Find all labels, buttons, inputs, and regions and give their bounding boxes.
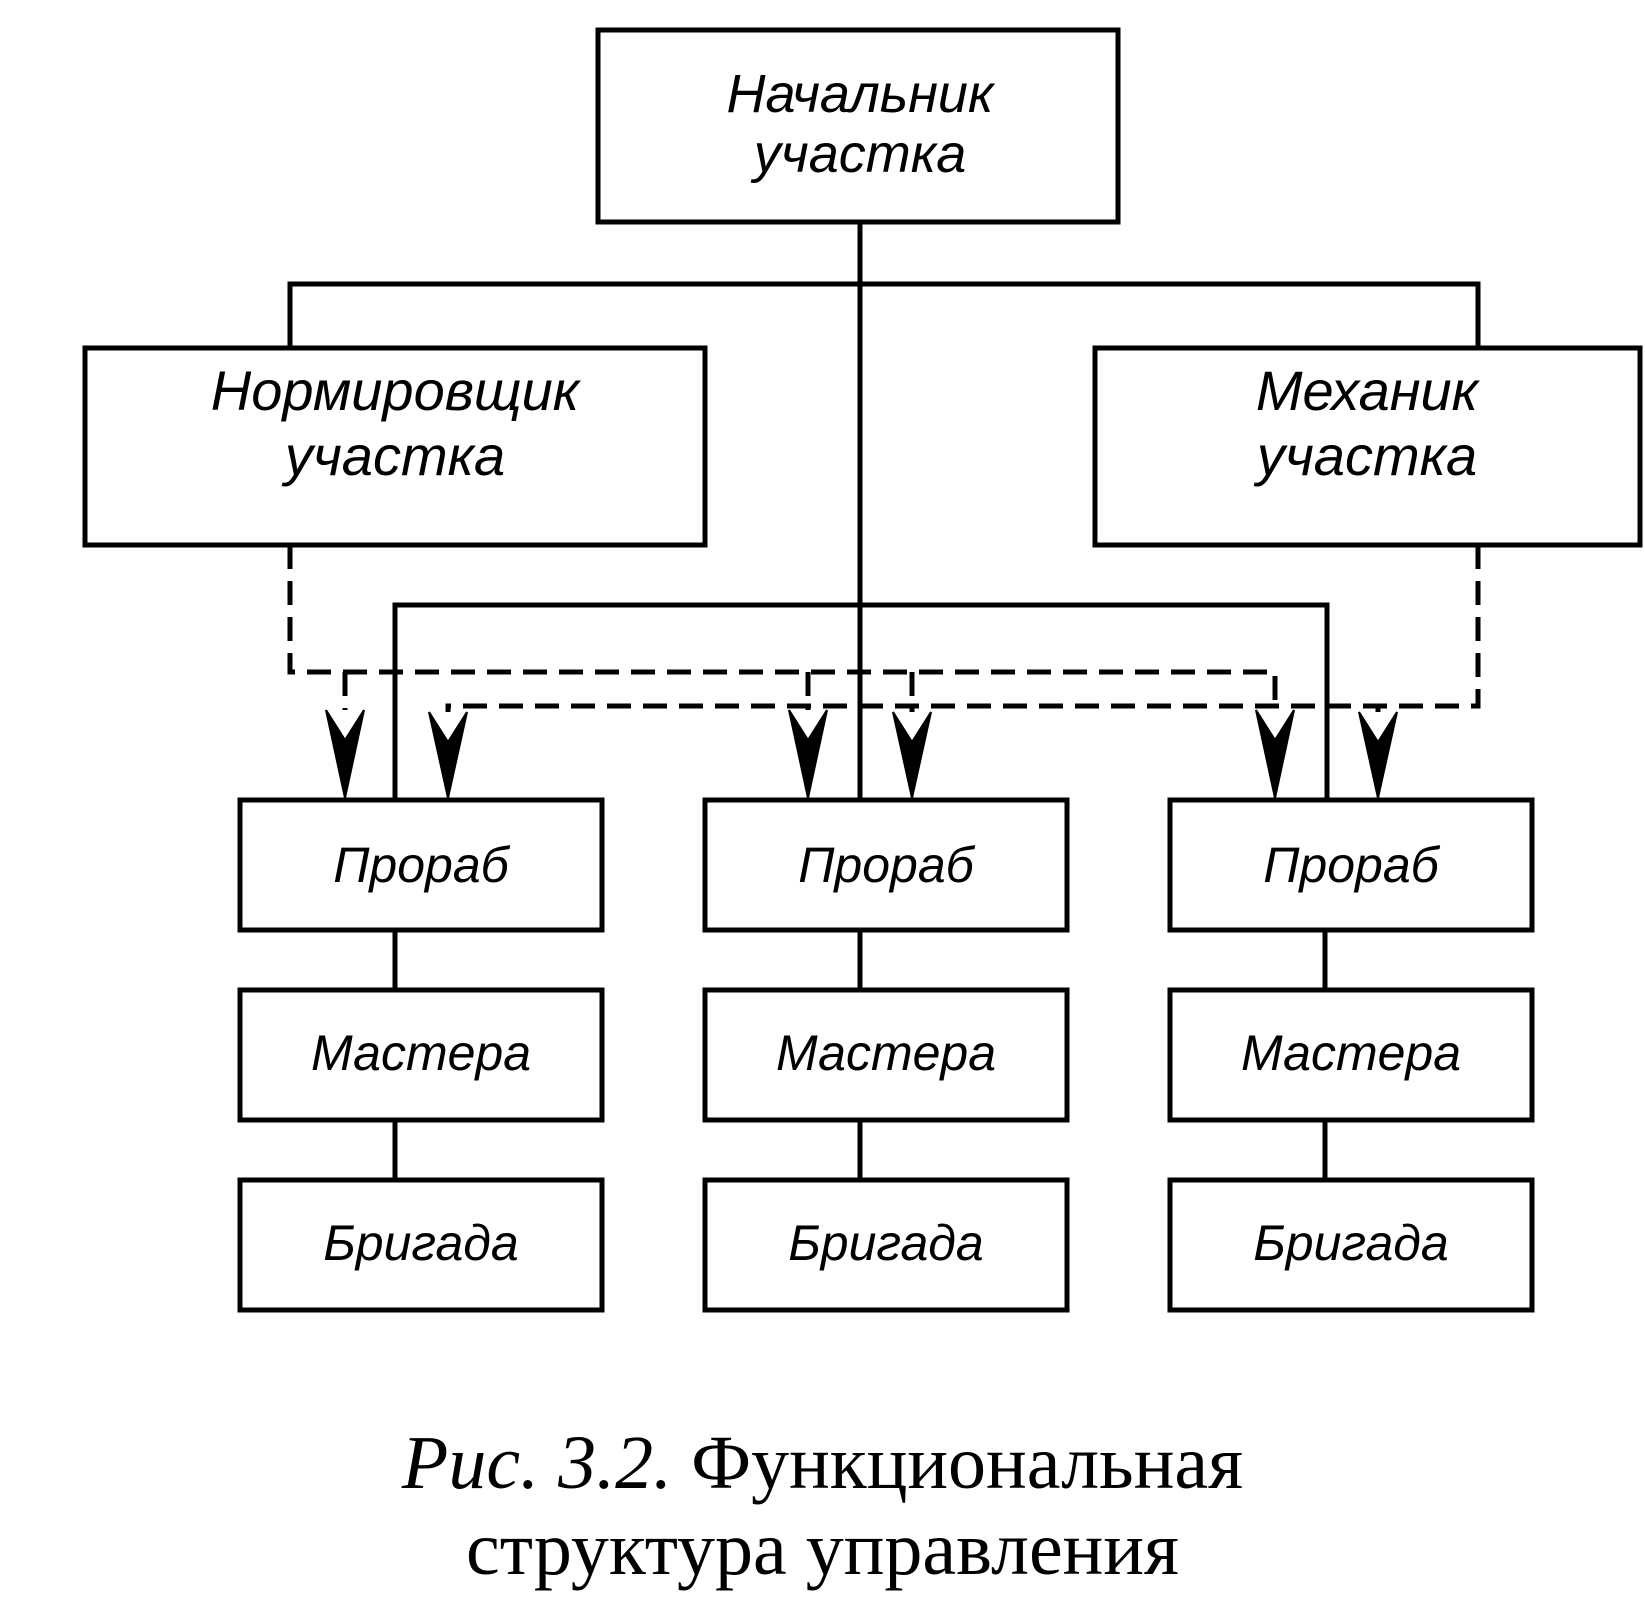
normer-label-line1: Нормировщик bbox=[211, 359, 582, 422]
arrowhead bbox=[1255, 709, 1295, 799]
masters-label: Мастера bbox=[776, 1025, 996, 1081]
mechanic-label-line1: Механик bbox=[1256, 359, 1481, 422]
column-3: Прораб Мастера Бригада bbox=[1167, 797, 1535, 1313]
arrowhead bbox=[325, 709, 365, 799]
brigade-label: Бригада bbox=[1253, 1215, 1449, 1271]
brigade-label: Бригада bbox=[323, 1215, 519, 1271]
caption-title-line2: структура управления bbox=[466, 1507, 1179, 1591]
arrowhead bbox=[428, 711, 468, 799]
normer-label-line2: участка bbox=[281, 424, 505, 487]
normer-node: Нормировщик участка bbox=[82, 345, 708, 548]
column-2: Прораб Мастера Бригада bbox=[702, 797, 1070, 1313]
foreman-label: Прораб bbox=[1263, 837, 1440, 893]
org-chart-diagram: Начальник участка Нормировщик участка Ме… bbox=[82, 27, 1643, 1313]
mechanic-label-line2: участка bbox=[1253, 424, 1477, 487]
arrowheads bbox=[325, 709, 1398, 799]
figure-caption: Рис. 3.2. Функциональная структура управ… bbox=[0, 1420, 1645, 1592]
arrowhead bbox=[1358, 711, 1398, 799]
arrowhead bbox=[788, 709, 828, 799]
head-label-line2: участка bbox=[750, 124, 967, 184]
caption-line1: Рис. 3.2. Функциональная bbox=[0, 1420, 1645, 1506]
caption-title-line1: Функциональная bbox=[691, 1421, 1244, 1505]
brigade-label: Бригада bbox=[788, 1215, 984, 1271]
dashed-connectors bbox=[287, 545, 1481, 712]
column-1: Прораб Мастера Бригада bbox=[237, 797, 605, 1313]
foreman-label: Прораб bbox=[798, 837, 975, 893]
head-label-line1: Начальник bbox=[727, 64, 996, 124]
masters-label: Мастера bbox=[1241, 1025, 1461, 1081]
foreman-label: Прораб bbox=[333, 837, 510, 893]
masters-label: Мастера bbox=[311, 1025, 531, 1081]
arrowhead bbox=[892, 711, 932, 799]
mechanic-node: Механик участка bbox=[1092, 345, 1643, 548]
head-node: Начальник участка bbox=[595, 27, 1121, 225]
figure-number: Рис. 3.2. bbox=[401, 1421, 673, 1505]
